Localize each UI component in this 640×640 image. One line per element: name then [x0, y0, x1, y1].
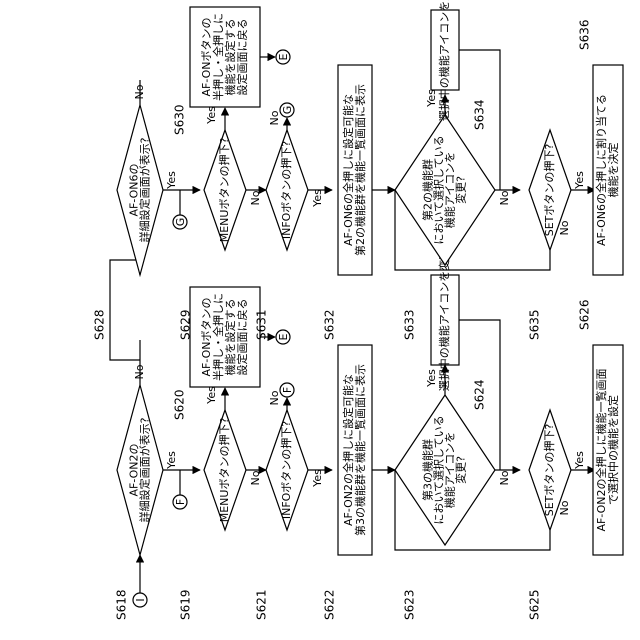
connector-g-upper-label: G [174, 218, 187, 227]
decision-s628-line-2: 詳細設定画面が表示? [138, 137, 152, 242]
no-label-s633: No [498, 190, 511, 205]
step-s628: S628 [93, 309, 107, 340]
no-label-s631: No [268, 110, 281, 125]
step-s633: S633 [403, 309, 417, 340]
decision-s635-line-1: SETボタンの押下? [542, 144, 556, 237]
step-s629: S629 [179, 309, 193, 340]
step-s630: S630 [173, 104, 187, 135]
step-s631: S631 [255, 309, 269, 340]
process-s636-line-2: 機能を決定 [606, 143, 620, 198]
process-s636-line-1: AF-ON6の全押しに割り当てる [594, 94, 608, 246]
decision-s629-line-1: MENUボタンの押下? [217, 138, 231, 243]
step-s635: S635 [528, 309, 542, 340]
step-s634: S634 [473, 99, 487, 130]
process-s630-line-2: 半押し・全押しに [211, 13, 225, 101]
yes-label-s629: Yes [205, 106, 218, 125]
process-s634-line-1: 選択中の機能アイコンを変更 [437, 0, 451, 121]
decision-s633-line-4: 変更? [454, 176, 468, 204]
yes-label-s628: Yes [165, 171, 178, 190]
process-s630-line-3: 機能を設定する [223, 19, 237, 96]
line-s618-no-to-s628 [110, 260, 140, 360]
no-label-s635: No [558, 220, 571, 235]
yes-label-s631: Yes [311, 189, 324, 208]
process-s632-line-1: AF-ON6の全押しに設定可能な [341, 94, 355, 246]
yes-label-s633: Yes [425, 89, 438, 108]
yes-label-s635: Yes [573, 171, 586, 190]
no-label-s629: No [249, 190, 262, 205]
connector-g-lower-label: G [281, 106, 294, 115]
process-s630-line-4: 設定画面に戻る [235, 19, 249, 96]
step-s632: S632 [323, 309, 337, 340]
process-s632-line-2: 第2の機能群を機能一覧画面に表示 [353, 84, 367, 256]
connector-e-upper-label: E [277, 53, 290, 60]
step-s636: S636 [578, 19, 592, 50]
decision-s631-line-1: INFOボタンの押下? [279, 141, 293, 239]
